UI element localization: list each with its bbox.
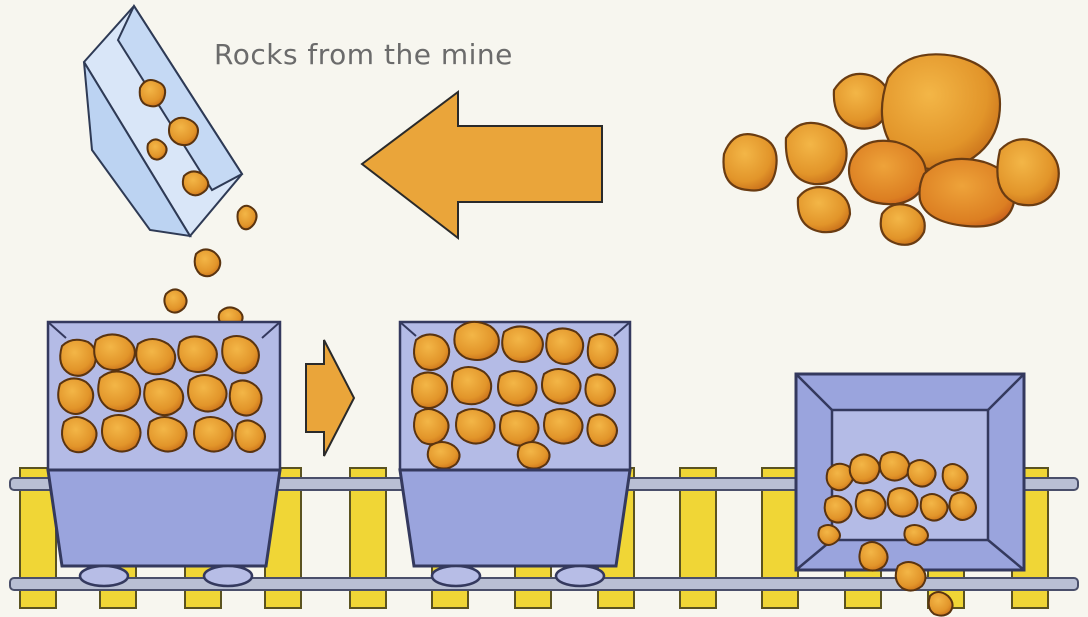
arrow-left-icon: [362, 92, 602, 238]
mine-cart-full-1: [48, 322, 280, 586]
wheel: [556, 566, 604, 586]
arrow-right-icon: [306, 340, 354, 456]
wheel: [204, 566, 252, 586]
wheel: [80, 566, 128, 586]
chute-icon: [84, 6, 242, 236]
mine-cart-full-2: [400, 322, 630, 586]
wheel: [432, 566, 480, 586]
rock-pile: [724, 54, 1059, 244]
